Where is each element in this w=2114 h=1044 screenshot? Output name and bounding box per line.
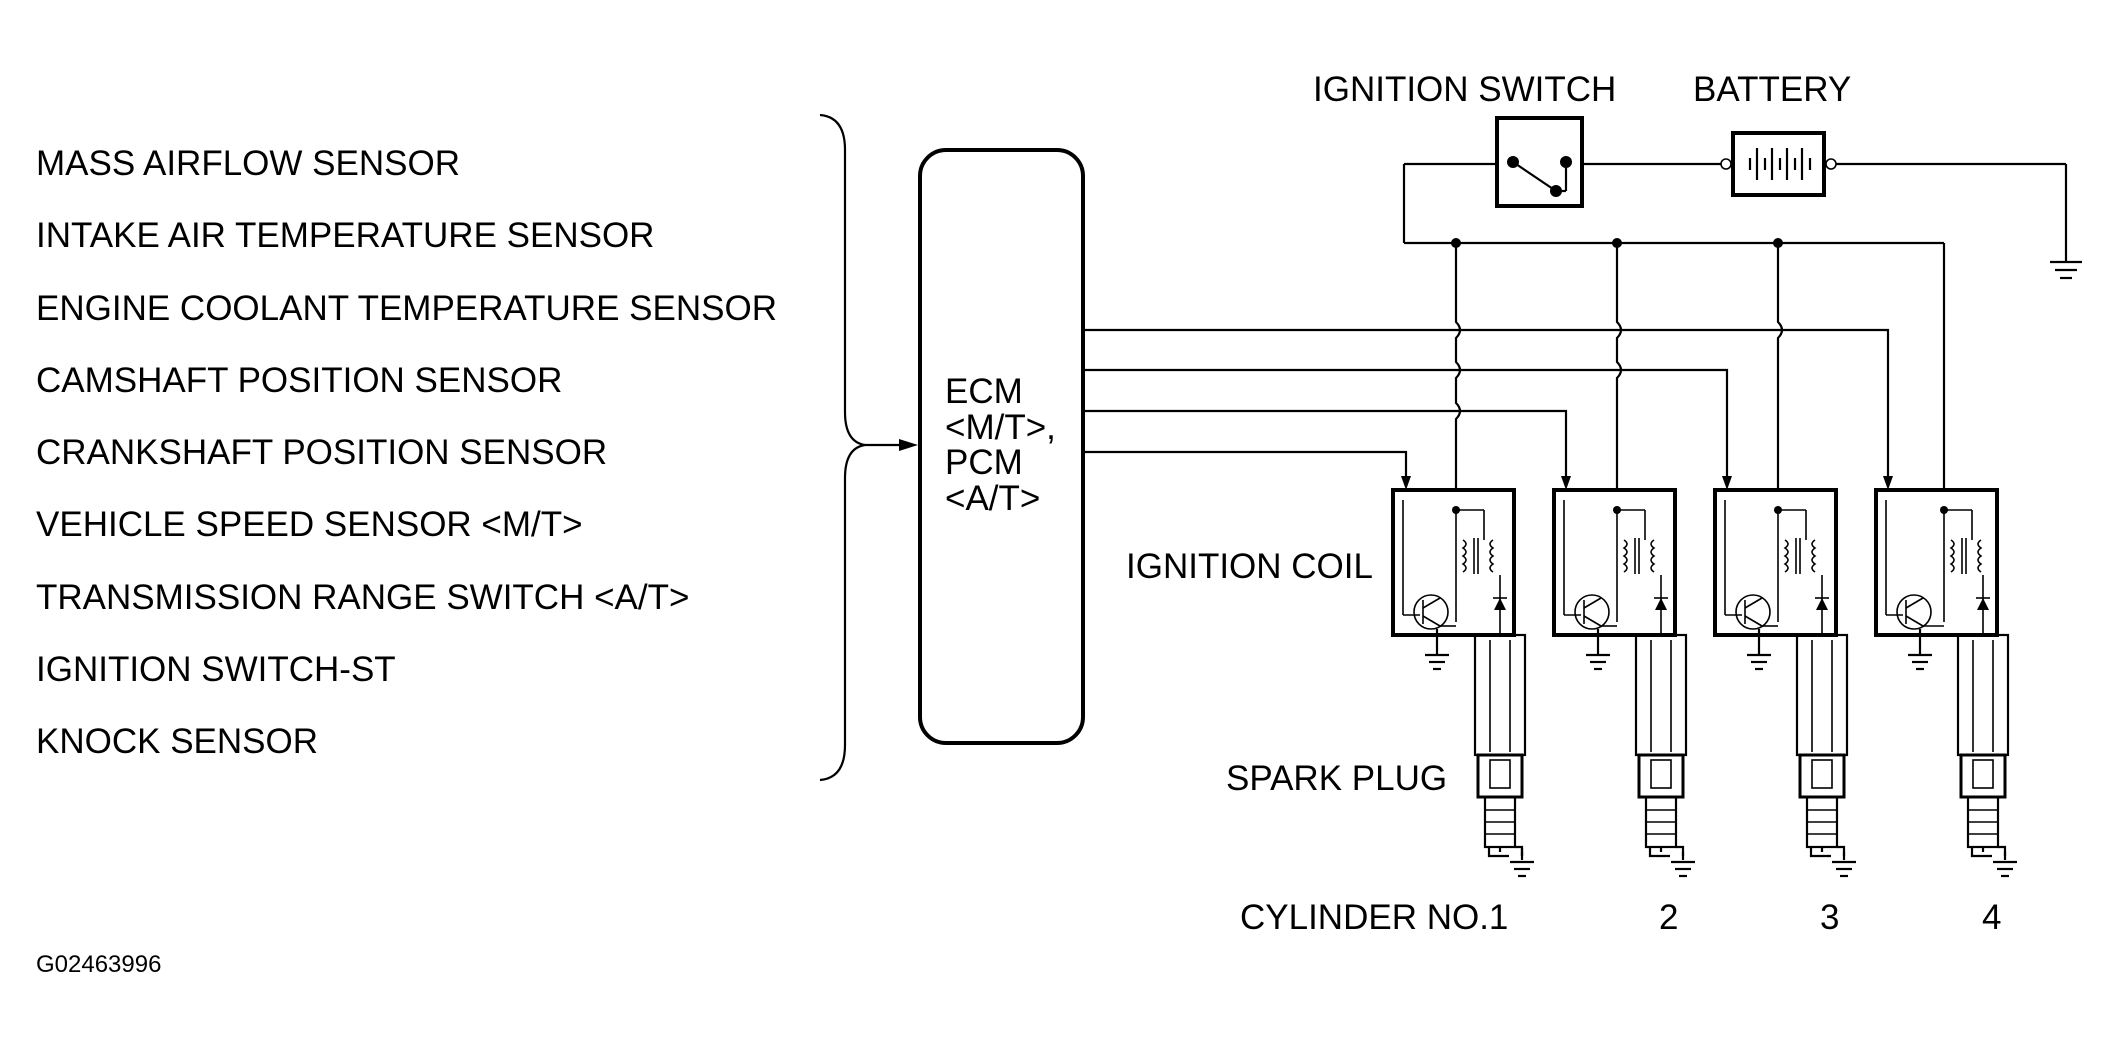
battery-terminal — [1720, 158, 1732, 170]
battery-terminal — [1825, 158, 1837, 170]
spark-plug-3 — [1795, 633, 1856, 878]
ignition-coil-label: IGNITION COIL — [1126, 547, 1373, 586]
ignition-switch-label: IGNITION SWITCH — [1313, 70, 1616, 109]
ecm-label: <A/T> — [945, 479, 1040, 518]
ignition-coil-1 — [1391, 488, 1516, 637]
sensor-label: ENGINE COOLANT TEMPERATURE SENSOR — [36, 289, 777, 328]
sensor-label: CAMSHAFT POSITION SENSOR — [36, 361, 562, 400]
power-wiring — [1402, 162, 2068, 259]
ignition-coil-3 — [1713, 488, 1838, 637]
ignition-coil-4 — [1874, 488, 1999, 637]
ecm-signal-lines — [1083, 328, 1893, 490]
ecm-pcm-block — [918, 148, 1085, 745]
arrowhead — [899, 439, 918, 451]
sensor-group-brace — [819, 113, 866, 782]
switch-blade — [1512, 161, 1557, 192]
ground-icon — [2050, 259, 2082, 280]
ecm-label: ECM — [945, 372, 1023, 411]
cylinder-label-3: 3 — [1820, 898, 1839, 937]
sensor-label: MASS AIRFLOW SENSOR — [36, 144, 460, 183]
cylinder-label-4: 4 — [1982, 898, 2001, 937]
spark-plug-1 — [1473, 633, 1534, 878]
battery-label: BATTERY — [1693, 70, 1851, 109]
battery-cells — [1748, 148, 1812, 180]
sensor-label: KNOCK SENSOR — [36, 722, 318, 761]
sensor-list: MASS AIRFLOW SENSOR INTAKE AIR TEMPERATU… — [36, 144, 777, 761]
spark-plug-4 — [1956, 633, 2017, 878]
sensor-label: INTAKE AIR TEMPERATURE SENSOR — [36, 216, 654, 255]
coil-ground-icons — [1425, 629, 1932, 671]
sensor-label: TRANSMISSION RANGE SWITCH <A/T> — [36, 578, 689, 617]
spark-plug-2 — [1634, 633, 1695, 878]
ecm-label: PCM — [945, 443, 1023, 482]
sensor-label: VEHICLE SPEED SENSOR <M/T> — [36, 505, 583, 544]
spark-plug-label: SPARK PLUG — [1226, 759, 1447, 798]
coil-power-feeds — [1454, 243, 1946, 510]
cylinder-label-2: 2 — [1659, 898, 1678, 937]
figure-code: G02463996 — [36, 951, 161, 978]
sensor-label: CRANKSHAFT POSITION SENSOR — [36, 433, 607, 472]
ecm-label: <M/T>, — [945, 408, 1056, 447]
cylinder-label-1: CYLINDER NO.1 — [1240, 898, 1508, 937]
sensor-label: IGNITION SWITCH-ST — [36, 650, 396, 689]
battery-symbol — [1731, 131, 1826, 197]
ignition-coil-2 — [1552, 488, 1677, 637]
